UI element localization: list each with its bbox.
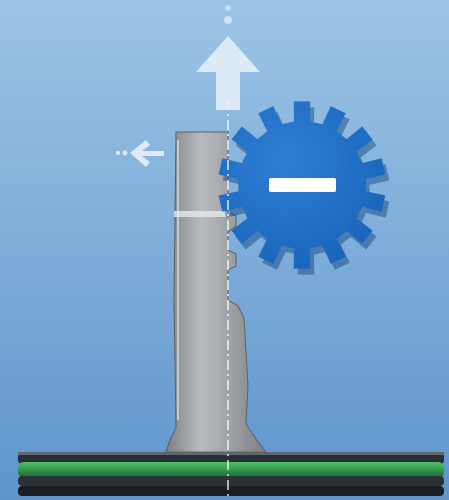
minus-sign	[269, 178, 336, 192]
key-part	[165, 131, 268, 453]
arrow-up-icon	[196, 5, 260, 110]
base-disc	[18, 452, 444, 496]
gear-minus-icon	[218, 101, 390, 275]
arrow-left-icon	[116, 140, 164, 167]
